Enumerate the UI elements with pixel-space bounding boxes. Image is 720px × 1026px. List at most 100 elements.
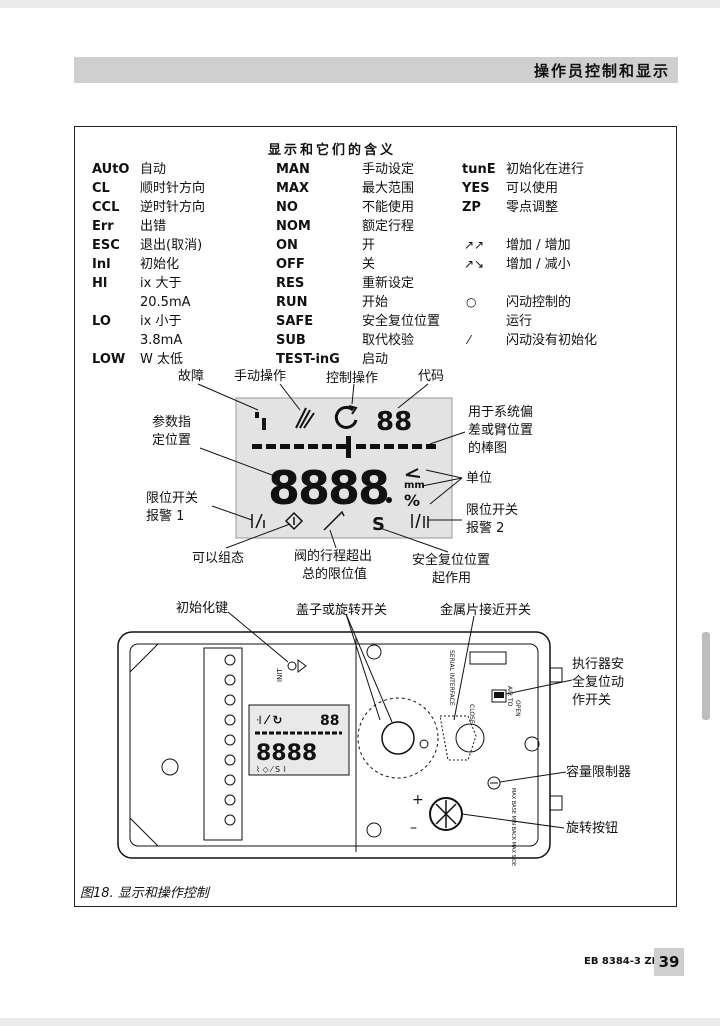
legend-meaning: 闪动没有初始化: [506, 333, 598, 348]
open-text: OPEN: [514, 700, 521, 717]
label-valve-2: 总的限位值: [302, 566, 367, 582]
label-limit2-1: 限位开关: [466, 503, 518, 518]
device-diagram: INIT ꜊ ⁄ ↻ 88 8888 ⌇ ◇ ⁄ S ⌇ SERIAL INTE…: [117, 601, 631, 866]
label-param-2: 定位置: [152, 433, 191, 448]
screw: [366, 822, 382, 838]
air-to-text: AIR TO: [506, 686, 513, 707]
legend-code: SUB: [276, 333, 306, 348]
label-bar-1: 用于系统偏: [468, 405, 533, 420]
legend-code: ON: [276, 238, 298, 253]
legend-meaning: 开始: [362, 295, 389, 310]
label-rotary-button: 旋转按钮: [566, 821, 618, 836]
terminals: [224, 654, 236, 826]
legend-meaning: 运行: [506, 314, 533, 329]
configurable-icon: [284, 511, 304, 531]
legend-code: OFF: [276, 257, 305, 272]
label-code: 代码: [418, 369, 444, 384]
document-id: EB 8384-3 ZH: [584, 956, 660, 967]
wrench-icon: [323, 510, 345, 531]
legend-meaning: 取代校验: [362, 333, 415, 348]
svg-text:꜊ ⁄ ↻: ꜊ ⁄ ↻: [256, 713, 282, 727]
housing: [117, 631, 551, 859]
small-lcd-code: 88: [320, 713, 339, 729]
label-control: 控制操作: [326, 370, 378, 386]
figure-frame: [74, 126, 677, 907]
legend-meaning: 初始化在进行: [506, 162, 585, 177]
max-side-text: MAX BASE MIN BACK MAX SIDE: [510, 788, 516, 866]
legend-meaning: 初始化: [140, 257, 180, 272]
legend-meaning: ix 小于: [140, 314, 182, 329]
legend-code: MAX: [276, 181, 310, 196]
label-volume-limiter: 容量限制器: [566, 764, 631, 780]
legend-meaning: 顺时针方向: [140, 181, 206, 196]
legend-code: ESC: [92, 238, 120, 253]
small-lcd: [248, 704, 350, 776]
legend-meaning: 逆时针方向: [140, 200, 206, 215]
rotating-circle-icon: ○: [466, 295, 477, 309]
svg-text:⌇ ◇ ⁄ S ⌇: ⌇ ◇ ⁄ S ⌇: [256, 765, 287, 774]
close-text: CLOSE: [468, 704, 475, 724]
legend-meaning: 增加 / 增加: [506, 238, 571, 253]
legend-code: NO: [276, 200, 298, 215]
bottom-edge: [0, 1018, 720, 1026]
bar-graph: [252, 436, 436, 458]
lcd-safe-s: S: [372, 514, 385, 535]
legend-code: LO: [92, 314, 111, 329]
label-bar-3: 的棒图: [468, 440, 507, 456]
arrows-up-down-icon: ↗↘: [464, 257, 485, 271]
figure-caption: 图18. 显示和操作控制: [80, 886, 209, 901]
section-title: 操作员控制和显示: [533, 62, 670, 80]
label-fail-safe-1: 执行器安: [572, 657, 624, 672]
legend-meaning: 关: [362, 257, 376, 272]
lcd-diagram: 88 8888 mm % S 故障 手动操作 控制操作 代码: [146, 368, 533, 586]
legend-code: tunE: [462, 162, 496, 177]
arrows-up-up-icon: ↗↗: [464, 238, 485, 252]
section-header: 操作员控制和显示: [74, 57, 678, 83]
label-manual: 手动操作: [234, 368, 286, 384]
legend-meaning: 退出(取消): [140, 238, 203, 253]
legend-code: ZP: [462, 200, 481, 215]
label-param-1: 参数指: [152, 414, 191, 430]
init-text: INIT: [276, 668, 284, 682]
label-configurable: 可以组态: [192, 551, 244, 566]
rotation-angle-icon: [405, 468, 421, 478]
label-fail-safe-3: 作开关: [572, 693, 611, 708]
small-lcd-main: 8888: [256, 741, 317, 766]
legend-meaning: 闪动控制的: [506, 295, 572, 310]
legend-code: CL: [92, 181, 110, 196]
label-cover-switch: 盖子或旋转开关: [296, 603, 387, 618]
screw: [161, 758, 179, 776]
side-tab: [702, 632, 710, 720]
label-bar-2: 差或臂位置: [468, 423, 533, 438]
legend-meaning: 重新设定: [362, 276, 415, 291]
lcd-unit-percent: %: [404, 491, 420, 510]
control-loop-icon: [334, 405, 358, 429]
legend-code: AUtO: [92, 162, 130, 177]
legend-code: RUN: [276, 295, 308, 310]
legend-code: Inl: [92, 257, 111, 272]
top-edge: [0, 0, 720, 8]
label-limit1-1: 限位开关: [146, 491, 198, 506]
legend-code: LOW: [92, 352, 126, 367]
init-key: [287, 661, 297, 671]
screw: [366, 644, 382, 660]
legend-code: NOM: [276, 219, 311, 234]
label-limit1-2: 报警 1: [146, 508, 184, 524]
slash-icon: ⁄: [468, 333, 471, 347]
label-proximity: 金属片接近开关: [440, 602, 531, 618]
label-valve-1: 阀的行程超出: [294, 548, 372, 564]
label-unit: 单位: [466, 471, 492, 486]
fault-icon: [255, 412, 266, 430]
volume-limiter: [487, 776, 501, 790]
legend-meaning: ix 大于: [140, 276, 182, 291]
legend-code: RES: [276, 276, 305, 291]
hand-icon: [295, 407, 315, 429]
label-safe-2: 起作用: [432, 571, 471, 586]
svg-text:+: +: [412, 792, 424, 808]
serial-text: SERIAL INTERFACE: [448, 650, 455, 706]
leader-lines: [197, 383, 466, 553]
legend-meaning: 额定行程: [362, 219, 415, 234]
legend-meaning: 增加 / 减小: [506, 257, 571, 272]
terminal-block: [203, 647, 243, 841]
legend-meaning: 手动设定: [362, 162, 415, 177]
